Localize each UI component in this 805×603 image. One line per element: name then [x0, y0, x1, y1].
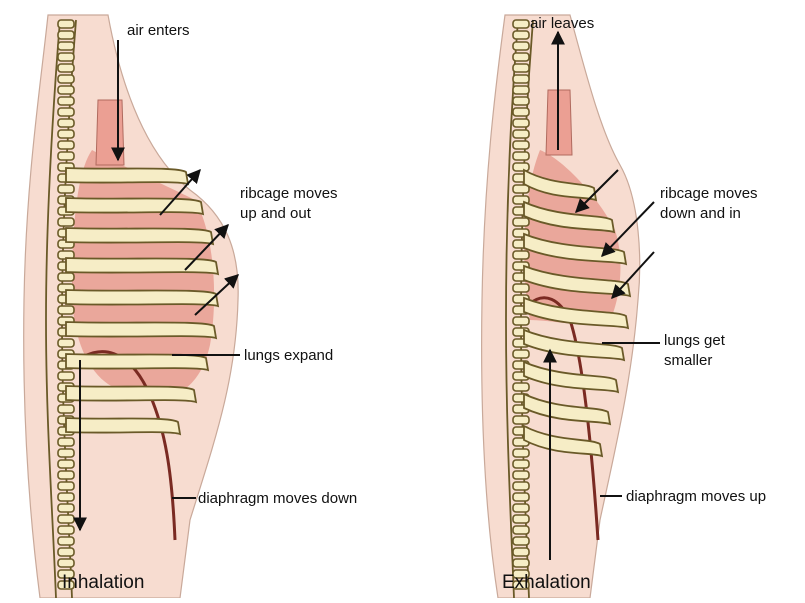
inhalation-vertebra [58, 20, 74, 28]
inhalation-vertebra [58, 504, 74, 512]
lungs-smaller-label-line1: lungs get [664, 332, 726, 349]
ribcage-up-label-line2: up and out [240, 205, 312, 222]
exhalation-vertebra [513, 317, 529, 325]
inhalation-vertebra [58, 130, 74, 138]
exhalation-vertebra [513, 460, 529, 468]
inhalation-vertebra [58, 306, 74, 314]
exhalation-vertebra [513, 482, 529, 490]
inhalation-vertebra [58, 86, 74, 94]
exhalation-vertebra [513, 119, 529, 127]
exhalation-vertebra [513, 31, 529, 39]
air-enters-label: air enters [127, 22, 190, 39]
inhalation-vertebra [58, 471, 74, 479]
inhalation-vertebra [58, 526, 74, 534]
inhalation-vertebra [58, 53, 74, 61]
inhalation-vertebra [58, 218, 74, 226]
inhalation-trachea [96, 100, 124, 165]
exhalation-vertebra [513, 526, 529, 534]
inhalation-vertebra [58, 548, 74, 556]
exhalation-vertebra [513, 449, 529, 457]
inhalation-rib [66, 290, 218, 306]
inhalation-vertebra [58, 64, 74, 72]
exhalation-vertebra [513, 284, 529, 292]
exhalation-vertebra [513, 383, 529, 391]
exhalation-figure [482, 15, 640, 598]
inhalation-vertebra [58, 108, 74, 116]
inhalation-vertebra [58, 31, 74, 39]
inhalation-rib [66, 198, 203, 214]
inhalation-rib [66, 386, 196, 402]
inhalation-vertebra [58, 405, 74, 413]
exhalation-vertebra [513, 42, 529, 50]
exhalation-vertebra [513, 471, 529, 479]
inhalation-title: Inhalation [62, 572, 144, 593]
lungs-expand-label: lungs expand [244, 347, 333, 364]
exhalation-vertebra [513, 515, 529, 523]
inhalation-vertebra [58, 449, 74, 457]
exhalation-vertebra [513, 559, 529, 567]
air-leaves-label: air leaves [530, 15, 594, 32]
exhalation-vertebra [513, 97, 529, 105]
inhalation-rib [66, 168, 188, 184]
inhalation-vertebra [58, 185, 74, 193]
inhalation-vertebra [58, 42, 74, 50]
inhalation-vertebra [58, 273, 74, 281]
ribcage-down-label-line1: ribcage moves [660, 185, 758, 202]
ribcage-down-label-line2: down and in [660, 205, 741, 222]
inhalation-rib [66, 228, 213, 244]
exhalation-vertebra [513, 86, 529, 94]
exhalation-vertebra [513, 130, 529, 138]
exhalation-vertebra [513, 493, 529, 501]
exhalation-vertebra [513, 20, 529, 28]
inhalation-vertebra [58, 372, 74, 380]
exhalation-vertebra [513, 163, 529, 171]
exhalation-vertebra [513, 504, 529, 512]
exhalation-vertebra [513, 64, 529, 72]
exhalation-vertebra [513, 416, 529, 424]
inhalation-vertebra [58, 75, 74, 83]
exhalation-title: Exhalation [502, 572, 591, 593]
inhalation-vertebra [58, 339, 74, 347]
inhalation-rib [66, 322, 216, 338]
exhalation-vertebra [513, 53, 529, 61]
inhalation-vertebra [58, 460, 74, 468]
exhalation-vertebra [513, 251, 529, 259]
exhalation-vertebra [513, 218, 529, 226]
inhalation-vertebra [58, 152, 74, 160]
diaphragm-up-label: diaphragm moves up [626, 488, 766, 505]
ribcage-up-label-line1: ribcage moves [240, 185, 338, 202]
exhalation-vertebra [513, 75, 529, 83]
inhalation-vertebra [58, 515, 74, 523]
exhalation-vertebra [513, 152, 529, 160]
diaphragm-down-label: diaphragm moves down [198, 490, 357, 507]
inhalation-vertebra [58, 141, 74, 149]
exhalation-vertebra [513, 350, 529, 358]
inhalation-vertebra [58, 97, 74, 105]
inhalation-vertebra [58, 119, 74, 127]
inhalation-vertebra [58, 559, 74, 567]
inhalation-vertebra [58, 537, 74, 545]
exhalation-vertebra [513, 537, 529, 545]
inhalation-figure [24, 15, 238, 598]
inhalation-rib [66, 418, 180, 434]
exhalation-vertebra [513, 141, 529, 149]
inhalation-vertebra [58, 438, 74, 446]
exhalation-vertebra [513, 548, 529, 556]
inhalation-vertebra [58, 493, 74, 501]
exhalation-vertebra [513, 108, 529, 116]
lungs-smaller-label-line2: smaller [664, 352, 712, 369]
inhalation-rib [66, 354, 208, 370]
inhalation-vertebra [58, 482, 74, 490]
